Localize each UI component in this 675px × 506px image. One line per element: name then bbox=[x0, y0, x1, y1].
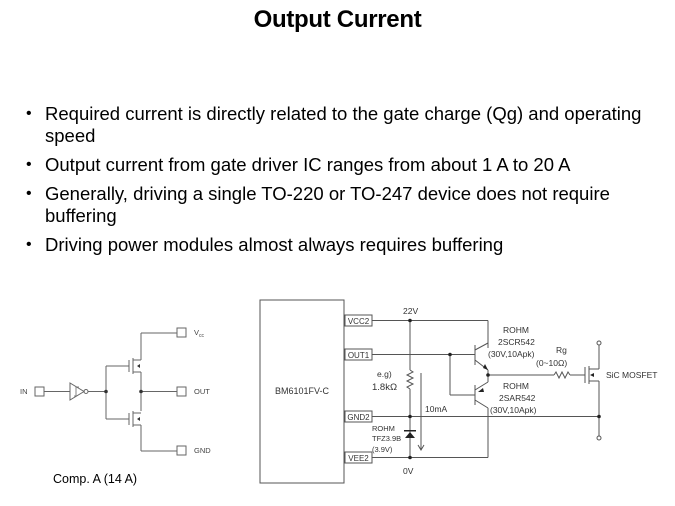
pnp-part: 2SAR542 bbox=[499, 393, 536, 403]
resistor-value: 1.8kΩ bbox=[372, 382, 397, 393]
npn-part: 2SCR542 bbox=[498, 337, 535, 347]
out-pin-label: OUT bbox=[194, 387, 210, 396]
bullet-item: • Output current from gate driver IC rang… bbox=[26, 154, 666, 176]
rg-label: Rg bbox=[556, 345, 567, 355]
bullet-text: Driving power modules almost always requ… bbox=[45, 234, 504, 255]
bullet-icon: • bbox=[26, 236, 32, 253]
bullet-item: • Required current is directly related to… bbox=[26, 103, 666, 147]
bullet-text: Generally, driving a single TO-220 or TO… bbox=[45, 183, 610, 226]
gnd-pin-label: GND bbox=[194, 446, 211, 455]
in-pin-box bbox=[34, 386, 45, 397]
supply-0v-label: 0V bbox=[403, 466, 414, 476]
zener-diode-icon bbox=[405, 432, 415, 438]
vcc-pin-box bbox=[176, 327, 187, 338]
bullet-text: Required current is directly related to … bbox=[45, 103, 642, 146]
out-pin-box bbox=[176, 386, 187, 397]
left-diagram-caption: Comp. A (14 A) bbox=[53, 472, 137, 486]
zener-voltage: (3.9V) bbox=[372, 445, 393, 454]
gate-resistor-icon bbox=[553, 370, 571, 380]
pnp-maker: ROHM bbox=[503, 381, 529, 391]
out1-pin-label: OUT1 bbox=[348, 351, 370, 360]
in-pin-label: IN bbox=[20, 387, 28, 396]
resistor-1k8-icon bbox=[405, 369, 415, 390]
bullet-text: Output current from gate driver IC range… bbox=[45, 154, 571, 175]
gnd2-pin-label: GND2 bbox=[347, 413, 370, 422]
zener-maker: ROHM bbox=[372, 424, 395, 433]
rg-range: (0~10Ω) bbox=[536, 358, 567, 368]
vcc2-pin-label: VCC2 bbox=[348, 317, 370, 326]
ic-body bbox=[259, 299, 345, 484]
supply-22v-label: 22V bbox=[403, 306, 418, 316]
npn-maker: ROHM bbox=[503, 325, 529, 335]
vcc-pin-label: Vcc bbox=[194, 328, 205, 339]
bullet-item: • Generally, driving a single TO-220 or T… bbox=[26, 183, 666, 227]
ic-name: BM6101FV-C bbox=[275, 386, 330, 396]
gnd-pin-box bbox=[176, 445, 187, 456]
bullet-icon: • bbox=[26, 156, 32, 173]
schmitt-inverter-icon bbox=[69, 382, 85, 401]
bullet-item: • Driving power modules almost always req… bbox=[26, 234, 666, 256]
bullet-icon: • bbox=[26, 105, 32, 122]
npn-rating: (30V,10Apk) bbox=[488, 349, 535, 359]
current-label: 10mA bbox=[425, 404, 448, 414]
slide-title: Output Current bbox=[253, 6, 422, 33]
current-arrow-icon bbox=[417, 444, 425, 451]
pnp-rating: (30V,10Apk) bbox=[490, 405, 537, 415]
bullet-list: • Required current is directly related to… bbox=[26, 103, 666, 263]
mosfet-label: SiC MOSFET bbox=[606, 370, 657, 380]
resistor-note: e.g) bbox=[377, 369, 392, 379]
vee2-pin-label: VEE2 bbox=[348, 454, 369, 463]
bullet-icon: • bbox=[26, 185, 32, 202]
zener-part: TFZ3.9B bbox=[372, 434, 401, 443]
